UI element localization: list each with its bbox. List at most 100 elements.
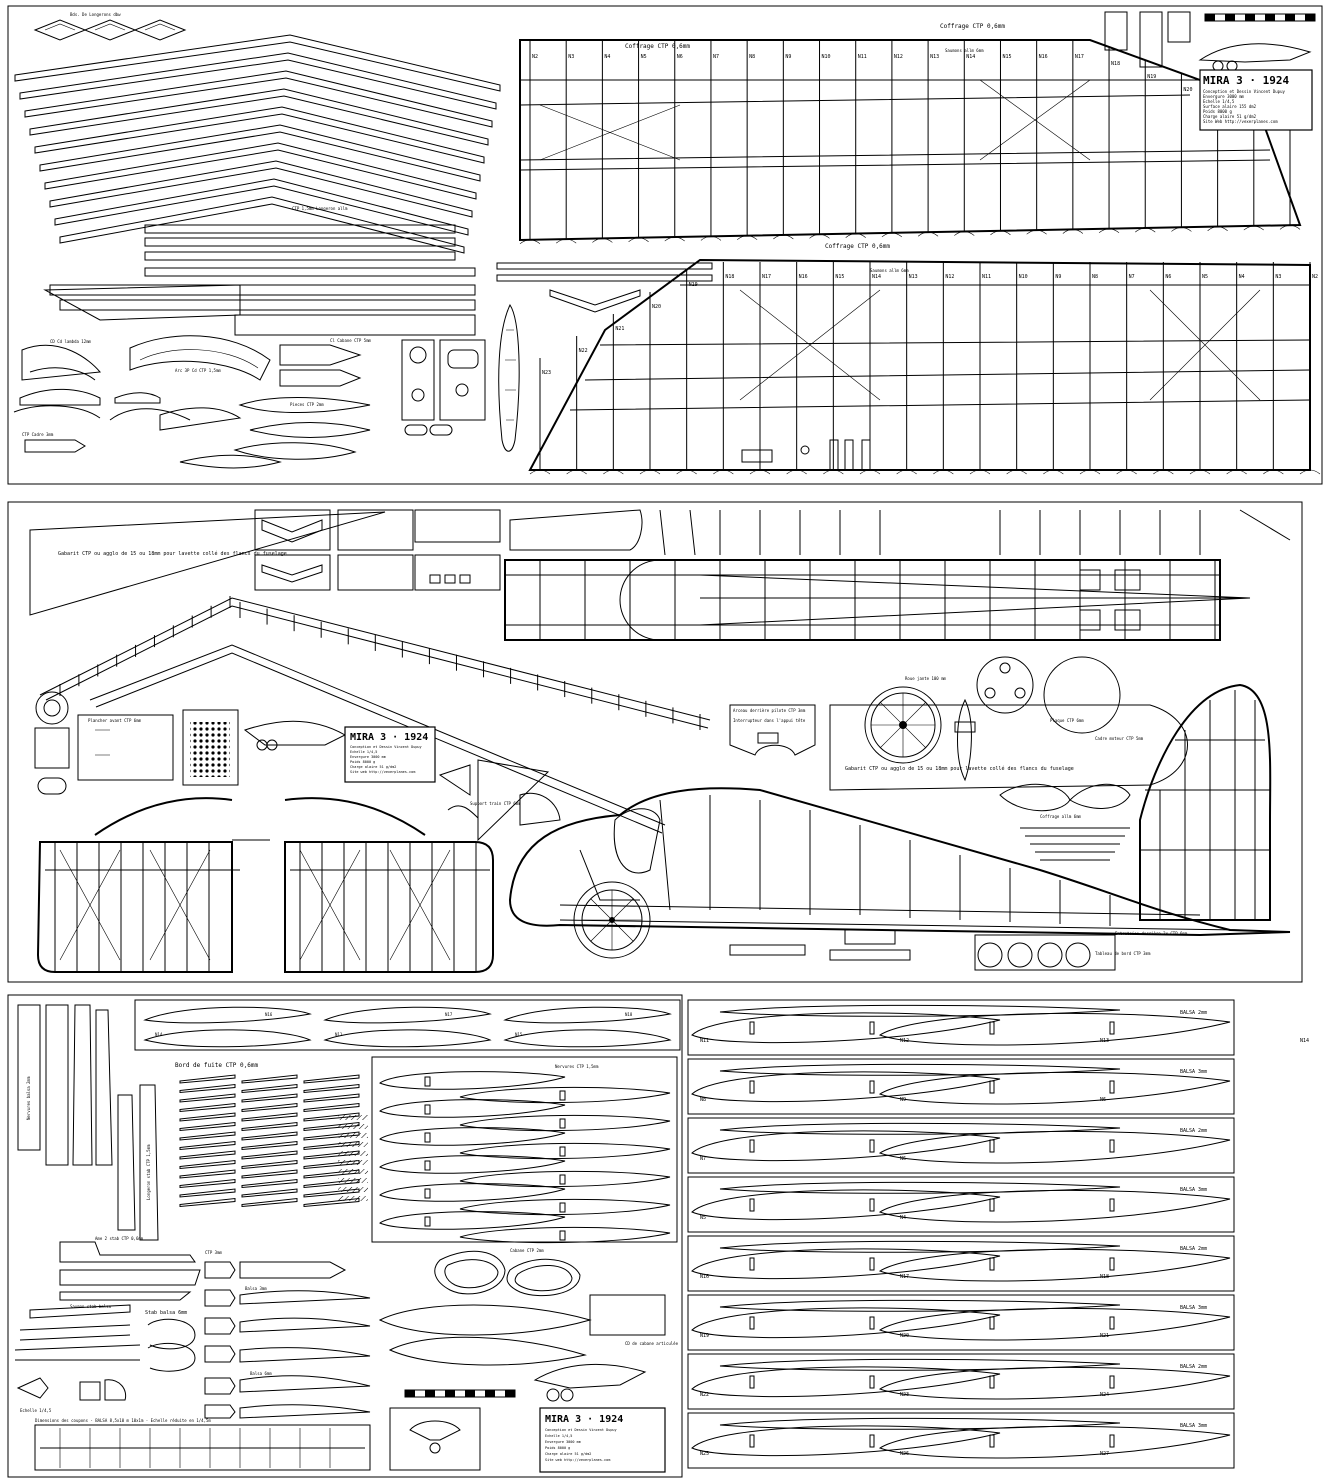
sheet3-title: MIRA 3 · 1924 [545,1414,623,1425]
sheet-3-ribs: Nervures balsa 2mm Longeron stab CTP 1,5… [7,994,1309,1478]
sheet1-title-line-0: Conception et Dessin Vincent Dupuy [1203,89,1285,94]
label-saumon-1: Saumons allm 6mm [945,48,984,53]
aileron-left [36,797,270,973]
rib-label: N23 [900,1392,909,1398]
rib-label: N15 [515,1032,523,1037]
label-balsa-3: Balsa 3mm [245,1286,267,1291]
label-saumon-stab: Saumon stab balsa [70,1304,112,1309]
sheet-3-bottom: MIRA 3 · 1924 Conception et Dessin Vince… [16,1364,666,1473]
rib-label: N16 [700,1274,709,1280]
label-coffrage-fus: Coffrage allm 6mm [1040,814,1082,819]
rib-label: N4 [1239,274,1245,280]
fuselage-top-view [504,509,1291,641]
rib-label: N18 [725,274,734,280]
rudder [1139,683,1272,921]
rib-label: N16 [799,274,808,280]
label-plaque: Plaque CTP 6mm [1050,718,1084,723]
label-ame-stab: Ame 2 stab CTP 0,6mm [95,1236,144,1241]
sheet-1-top-right: MIRA 3 · 1924 Conception et Dessin Vince… [1104,11,1316,131]
rib-label: N9 [1055,274,1061,280]
small-parts-sheet-1: CD Cd lambda 12mm CTP Cadre 3mm Arc 3P C… [13,335,372,469]
rib-label: N19 [700,1333,709,1339]
scale-bar [1204,13,1316,22]
rib-label: N3 [568,54,574,60]
lower-profiles: CD de cabane articulée [378,1294,679,1366]
rib-label: N25 [700,1451,709,1457]
rib-label: N3 [1275,274,1281,280]
rib-label: N2 [1312,274,1318,280]
label-ctp-3: CTP 3mm [205,1250,222,1255]
rib-label: N4 [604,54,610,60]
small-items-sheet-2: Plancher avant CTP 6mm MIRA 3 · 1924 Con… [34,691,436,795]
rib-label: N13 [930,54,939,60]
sheet2-title-line-5: Site web http://vexerplanes.com [350,770,415,774]
rib-label: N20 [1183,87,1192,93]
rib-label: N12 [945,274,954,280]
rib-label: N2 [532,54,538,60]
sheet3-title-line-5: Site web http://vexerplanes.com [545,1458,610,1462]
rib-label: N24 [1100,1392,1109,1398]
rib-label: N18 [625,1012,633,1017]
sheet1-title-line-3: Surface alaire 155 dm2 [1203,104,1257,109]
material-label: BALSA 2mm [1180,1246,1207,1252]
fin-parts: Support train CTP 6mm [438,759,561,842]
sheet2-title-line-2: Envergure 3000 mm [350,755,386,759]
rib-label: N20 [900,1333,909,1339]
label-cadre-moteur: Cadre moteur CTP 5mm [1095,736,1144,741]
label-nervures-balsa: Nervures balsa 2mm [26,1076,31,1120]
label-dimensions: Dimensions des coupons - BALSA 8,5x10 m … [35,1418,211,1423]
rib-label: N18 [1100,1274,1109,1280]
label-coffrage-3: Coffrage CTP 0,6mm [825,243,890,250]
sheet1-title-line-6: Site Web http://vexerplanes.com [1203,119,1278,124]
rib-label: N8 [1092,274,1098,280]
arceau: Arceau derrière pilote CTP 3mm Interrupt… [729,704,816,756]
rib-label: N13 [909,274,918,280]
rib-label: N17 [445,1012,453,1017]
sheet-2-frame [7,501,1303,983]
sheet-1-frame [7,5,1323,485]
template-plates [401,339,486,436]
label-interrupteur: Interrupteur dans l'appui tête [733,718,806,723]
label-support-train: Support train CTP 6mm [470,801,521,806]
rib-label: N6 [1100,1097,1106,1103]
sheet-1-wing-panels: Bds. De Longerons dbw CTP 1,5mm Longeron… [7,5,1323,485]
sheet1-title-line-4: Poids 8000 g [1203,109,1232,114]
rib-label: N11 [982,274,991,280]
sheet3-title-line-1: Echelle 1/4,5 [545,1434,572,1438]
strips-vertical: Nervures balsa 2mm Longeron stab CTP 1,5… [17,1004,159,1241]
small-parts-column: CTP 3mm Balsa 3mm Balsa 6mm [204,1250,371,1419]
material-label: BALSA 2mm [1180,1364,1207,1370]
rib-label: N9 [900,1097,906,1103]
sheet1-title-line-1: Envergure 3000 mm [1203,94,1245,99]
rib-label: N6 [1165,274,1171,280]
chevron-parts: Bds. De Longerons dbw [33,12,187,41]
rib-label: N26 [900,1451,909,1457]
rib-label: N10 [1019,274,1028,280]
label-saumon-2: Saumons allm 6mm [870,268,909,273]
rib-label: N5 [700,1215,706,1221]
rib-label: N15 [835,274,844,280]
spar-pieces [496,262,713,313]
rib-label: N5 [641,54,647,60]
material-label: BALSA 3mm [1180,1423,1207,1429]
rib-label: N23 [542,370,551,376]
label-plancher: Plancher avant CTP 6mm [88,718,142,723]
label-cd-small: CTP Cadre 3mm [22,432,54,437]
hardware-parts [741,439,871,471]
label-cd-cabane: CD de cabane articulée [625,1341,679,1346]
rib-label: N7 [1129,274,1135,280]
rib-label: N6 [677,54,683,60]
sheet1-title: MIRA 3 · 1924 [1203,74,1289,87]
rib-label: N16 [1039,54,1048,60]
disc-parts: Tableau de bord CTP 3mm Entretoise derri… [729,929,1188,971]
sheet2-title-line-4: Charge alaire 51 g/dm2 [350,765,396,769]
sheet2-title-line-1: Echelle 1/4,5 [350,750,377,754]
rib-label: N9 [785,54,791,60]
small-rib-grid: Bord de fuite CTP 0,6mm [175,1062,368,1208]
label-coffrage-1: Coffrage CTP 0,6mm [625,43,690,50]
